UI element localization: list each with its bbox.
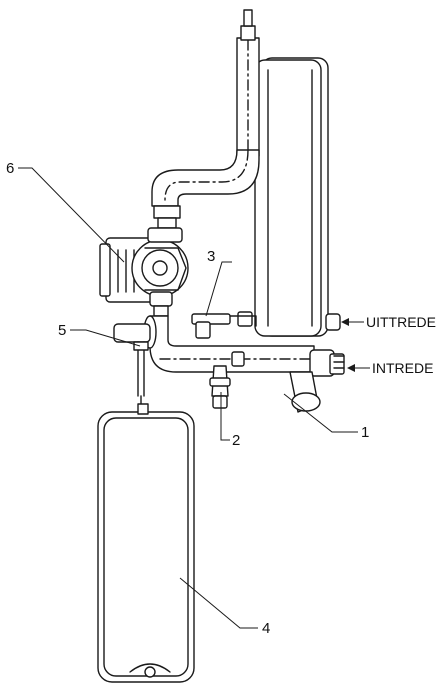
heat-exchanger bbox=[254, 57, 341, 337]
leader-3 bbox=[205, 261, 232, 317]
callout-3: 3 bbox=[207, 248, 215, 265]
leader-lines bbox=[18, 167, 370, 629]
leader-2 bbox=[220, 392, 230, 441]
leader-6 bbox=[18, 167, 125, 263]
leader-4 bbox=[179, 577, 258, 629]
inlet-label: INTREDE bbox=[372, 360, 433, 376]
callout-1: 1 bbox=[361, 424, 369, 441]
callout-6: 6 bbox=[6, 160, 14, 177]
expansion-vessel bbox=[97, 403, 195, 683]
callout-2: 2 bbox=[232, 432, 240, 449]
outlet-label: UITTREDE bbox=[366, 314, 436, 330]
valve bbox=[191, 311, 257, 339]
circulation-pump bbox=[99, 227, 189, 317]
callout-4: 4 bbox=[262, 620, 270, 637]
top-pipe bbox=[236, 9, 260, 157]
manifold-pipe bbox=[113, 315, 315, 373]
leader-5 bbox=[70, 329, 141, 347]
inlet-filter bbox=[289, 349, 345, 413]
leader-1 bbox=[283, 393, 358, 433]
drain-fitting bbox=[209, 365, 231, 409]
union-nut bbox=[153, 205, 181, 229]
sensor-cable bbox=[133, 341, 149, 415]
callout-5: 5 bbox=[58, 322, 66, 339]
s-bend-pipe bbox=[151, 149, 260, 207]
